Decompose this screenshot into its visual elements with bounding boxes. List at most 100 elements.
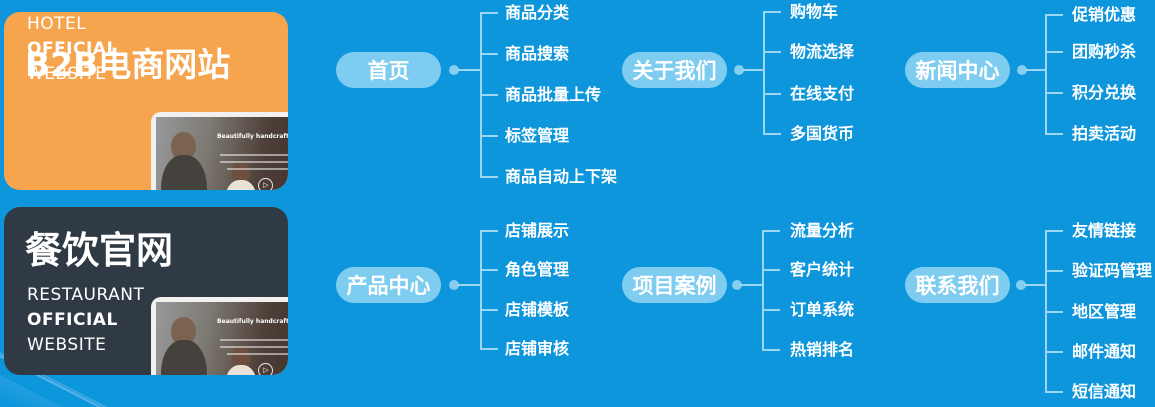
tree-leaf[interactable]: 团购秒杀 — [1072, 42, 1137, 61]
tree-leaf[interactable]: 积分兑换 — [1072, 83, 1137, 102]
preview-text-bar — [220, 161, 288, 164]
tree-leaf[interactable]: 热销排名 — [790, 340, 855, 359]
connector-dot — [449, 65, 459, 75]
connector-stub — [480, 230, 498, 232]
connector-stub — [763, 93, 781, 95]
connector-stub — [1045, 391, 1063, 393]
connector-stub — [480, 12, 498, 14]
tree-node-contact[interactable]: 联系我们 — [905, 267, 1010, 303]
connector-dot — [732, 280, 742, 290]
tree-leaf[interactable]: 短信通知 — [1072, 382, 1137, 401]
connector-spine — [762, 230, 764, 351]
card-subtitle-line: WEBSITE — [27, 335, 107, 355]
tree-leaf[interactable]: 角色管理 — [505, 260, 570, 279]
connector-stub — [762, 349, 780, 351]
connector-line — [1025, 69, 1045, 71]
card-subtitle-line: OFFICIAL — [27, 310, 118, 330]
connector-stub — [1045, 230, 1063, 232]
tree-leaf[interactable]: 商品自动上下架 — [505, 167, 618, 186]
website-preview-frame: Beautifully handcrafted templates for y … — [151, 112, 288, 190]
preview-heading: Beautifully handcrafted templates for y — [217, 317, 288, 325]
connector-stub — [1045, 92, 1063, 94]
preview-person — [231, 346, 251, 372]
card-subtitle: RESTAURANT OFFICIAL WEBSITE — [27, 283, 144, 358]
card-subtitle-line: WEBSITE — [27, 64, 107, 84]
connector-stub — [762, 309, 780, 311]
connector-stub — [1045, 351, 1063, 353]
tree-leaf[interactable]: 商品搜索 — [505, 44, 570, 63]
connector-stub — [480, 348, 498, 350]
card-subtitle-line: RESTAURANT — [27, 285, 145, 305]
tree-leaf[interactable]: 店铺审核 — [505, 339, 570, 358]
connector-spine — [1045, 14, 1047, 135]
connector-stub — [1045, 51, 1063, 53]
connector-line — [740, 284, 762, 286]
connector-line — [1024, 284, 1045, 286]
preview-text-bar — [226, 353, 288, 356]
card-title: 餐饮官网 — [25, 229, 173, 272]
card-title: B2B电商网站 — [25, 45, 231, 84]
website-preview-frame: Beautifully handcrafted templates for y … — [151, 297, 288, 375]
preview-person — [231, 161, 251, 187]
tree-node-news[interactable]: 新闻中心 — [905, 52, 1010, 88]
template-card-restaurant[interactable]: 餐饮官网 RESTAURANT OFFICIAL WEBSITE Beautif… — [4, 207, 288, 375]
connector-stub — [480, 94, 498, 96]
tree-leaf[interactable]: 验证码管理 — [1072, 261, 1153, 280]
connector-dot — [1016, 280, 1026, 290]
preview-text-bar — [220, 346, 288, 349]
website-preview-image: Beautifully handcrafted templates for y … — [156, 302, 288, 375]
tree-leaf[interactable]: 购物车 — [790, 2, 839, 21]
card-subtitle-line: HOTEL — [27, 14, 87, 34]
connector-stub — [480, 135, 498, 137]
connector-dot — [449, 280, 459, 290]
connector-stub — [1045, 14, 1063, 16]
tree-leaf[interactable]: 店铺模板 — [505, 300, 570, 319]
template-card-b2b[interactable]: B2B电商网站 HOTEL OFFICIAL WEBSITE Beautiful… — [4, 12, 288, 190]
tree-node-home[interactable]: 首页 — [336, 52, 441, 88]
preview-person — [225, 365, 257, 375]
tree-leaf[interactable]: 在线支付 — [790, 84, 855, 103]
preview-person — [160, 154, 208, 190]
tree-leaf[interactable]: 标签管理 — [505, 126, 570, 145]
connector-stub — [763, 133, 781, 135]
tree-leaf[interactable]: 邮件通知 — [1072, 342, 1137, 361]
connector-stub — [763, 11, 781, 13]
card-subtitle: HOTEL OFFICIAL WEBSITE — [27, 12, 118, 87]
tree-leaf[interactable]: 订单系统 — [790, 300, 855, 319]
connector-stub — [1045, 311, 1063, 313]
preview-person — [160, 339, 208, 375]
connector-stub — [480, 176, 498, 178]
connector-line — [457, 69, 480, 71]
tree-leaf[interactable]: 物流选择 — [790, 42, 855, 61]
card-subtitle-line: OFFICIAL — [27, 39, 118, 59]
tree-leaf[interactable]: 多国货币 — [790, 124, 855, 143]
connector-stub — [763, 51, 781, 53]
tree-leaf[interactable]: 店铺展示 — [505, 221, 570, 240]
connector-stub — [1045, 270, 1063, 272]
connector-stub — [1045, 133, 1063, 135]
connector-spine — [480, 230, 482, 350]
tree-leaf[interactable]: 拍卖活动 — [1072, 124, 1137, 143]
preview-person — [225, 180, 257, 190]
connector-stub — [480, 53, 498, 55]
play-button-icon: ▷ — [258, 177, 274, 190]
connector-stub — [480, 309, 498, 311]
tree-leaf[interactable]: 商品批量上传 — [505, 85, 602, 104]
connector-dot — [734, 65, 744, 75]
play-button-icon: ▷ — [258, 362, 274, 375]
connector-stub — [762, 230, 780, 232]
tree-leaf[interactable]: 流量分析 — [790, 221, 855, 240]
connector-spine — [763, 11, 765, 135]
tree-leaf[interactable]: 促销优惠 — [1072, 5, 1137, 24]
connector-stub — [480, 269, 498, 271]
tree-node-about[interactable]: 关于我们 — [622, 52, 727, 88]
tree-leaf[interactable]: 地区管理 — [1072, 302, 1137, 321]
connector-line — [742, 69, 763, 71]
tree-node-products[interactable]: 产品中心 — [336, 267, 441, 303]
tree-leaf[interactable]: 客户统计 — [790, 260, 855, 279]
preview-text-bar — [220, 153, 288, 156]
tree-leaf[interactable]: 商品分类 — [505, 3, 570, 22]
tree-leaf[interactable]: 友情链接 — [1072, 221, 1137, 240]
tree-node-cases[interactable]: 项目案例 — [622, 267, 727, 303]
